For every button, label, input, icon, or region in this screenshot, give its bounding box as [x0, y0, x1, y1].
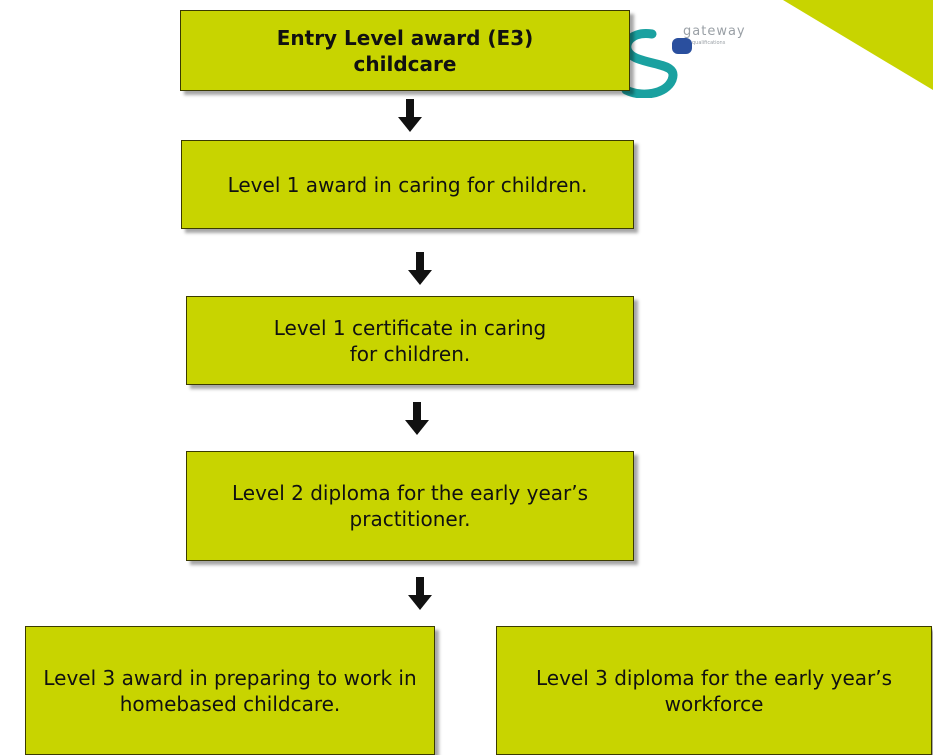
gateway-logo-name: gateway [683, 24, 746, 39]
step-level2-diploma: Level 2 diploma for the early year’s pra… [186, 451, 634, 561]
arrow-down-2 [408, 252, 432, 285]
step-level3-diploma: Level 3 diploma for the early year’s wor… [496, 626, 932, 755]
step-level3-award: Level 3 award in preparing to work in ho… [25, 626, 435, 755]
corner-decoration [783, 0, 933, 90]
step-entry-level: Entry Level award (E3) childcare [180, 10, 630, 91]
step-level1-award: Level 1 award in caring for children. [181, 140, 634, 229]
step-level1-certificate: Level 1 certificate in caring for childr… [186, 296, 634, 385]
gateway-logo-sub: qualifications [692, 40, 726, 46]
arrow-down-3 [405, 402, 429, 435]
arrow-down-1 [398, 99, 422, 132]
arrow-down-4 [408, 577, 432, 610]
